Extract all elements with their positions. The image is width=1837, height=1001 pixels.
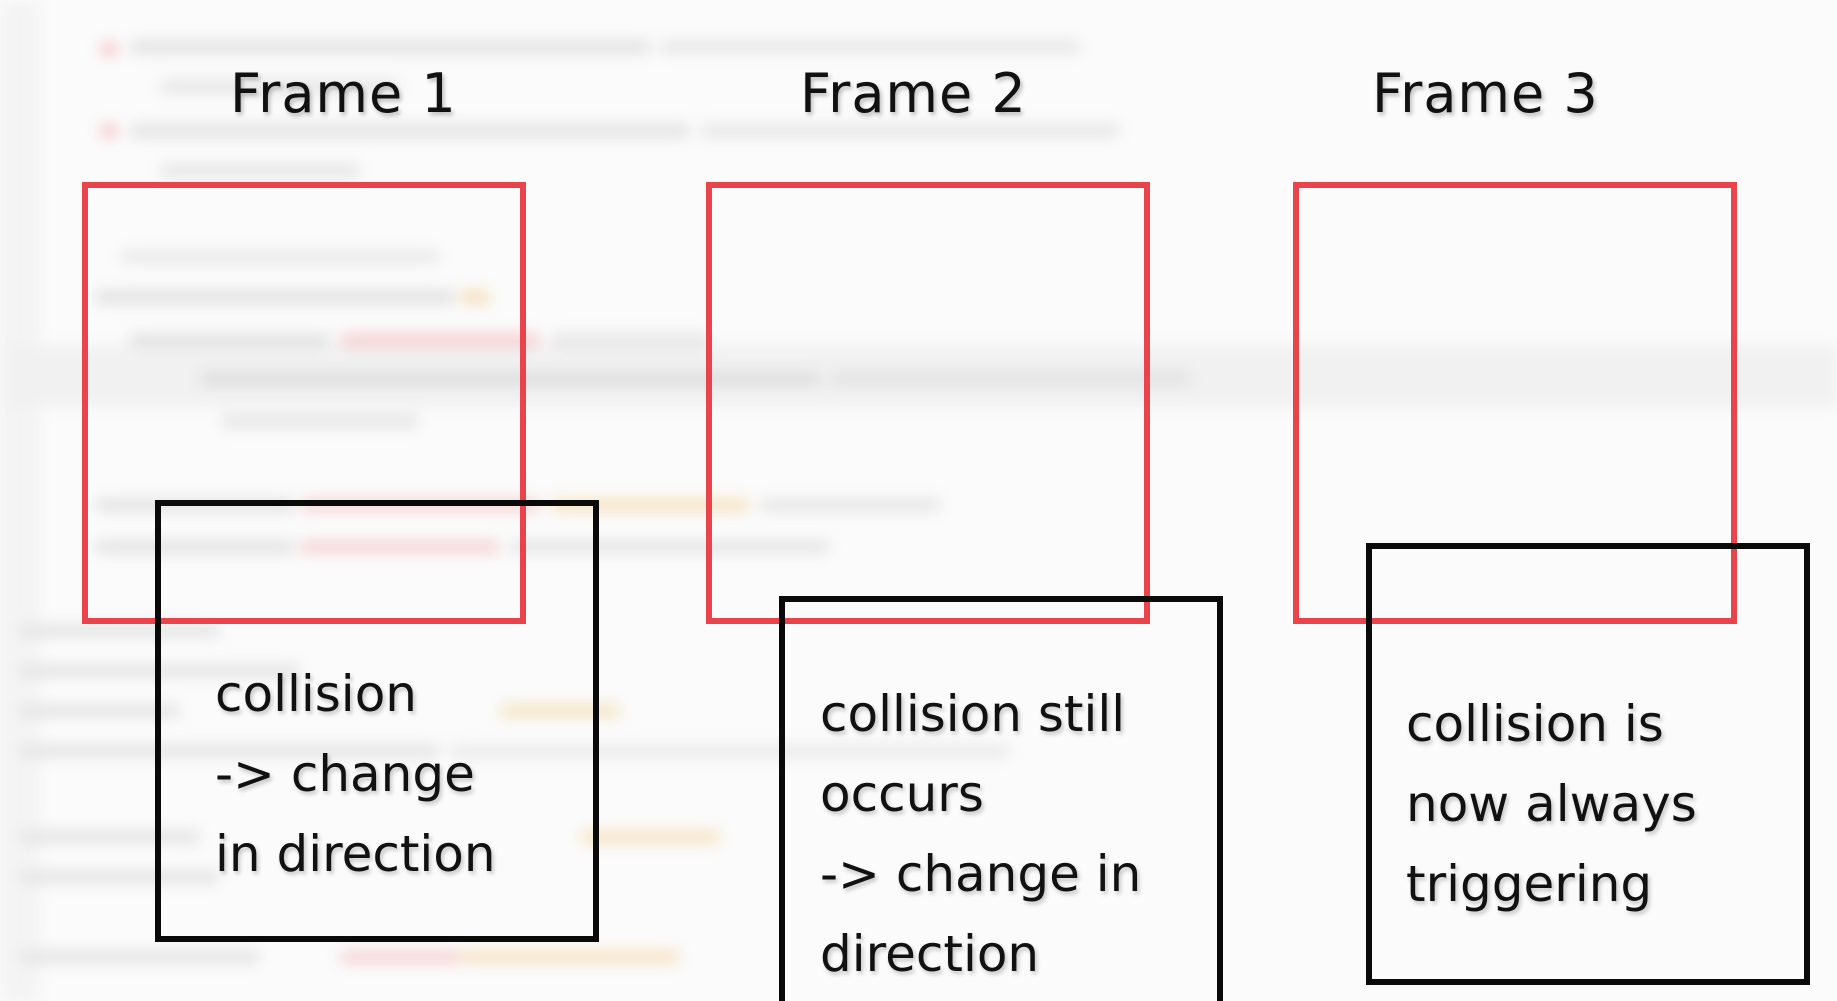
code-line xyxy=(760,498,940,512)
code-gutter xyxy=(0,0,40,1001)
code-line xyxy=(160,80,400,94)
frame-1-caption: collision -> change in direction xyxy=(215,654,496,894)
caption-line: collision xyxy=(215,665,417,723)
caption-line: collision still xyxy=(820,685,1126,743)
frame-2-black-box xyxy=(779,596,1223,1001)
caption-line: in direction xyxy=(215,825,496,883)
code-line xyxy=(100,42,118,56)
frame-3-caption: collision is now always triggering xyxy=(1406,684,1697,924)
frame-1-title: Frame 1 xyxy=(230,62,457,125)
caption-line: -> change in xyxy=(820,845,1142,903)
caption-line: occurs xyxy=(820,765,984,823)
code-line xyxy=(660,40,1080,54)
code-line xyxy=(460,290,490,304)
code-line xyxy=(20,704,180,718)
code-line xyxy=(300,540,500,554)
code-line xyxy=(500,704,620,718)
frame-3-red-box xyxy=(1293,182,1737,624)
code-line xyxy=(120,250,440,264)
code-line xyxy=(700,124,1120,138)
code-line xyxy=(460,950,680,964)
code-line xyxy=(95,540,295,554)
caption-line: direction xyxy=(820,925,1040,983)
frame-2-caption: collision still occurs -> change in dire… xyxy=(820,674,1141,994)
frame-3-title: Frame 3 xyxy=(1372,62,1599,125)
code-line xyxy=(100,124,118,138)
code-line xyxy=(130,333,330,347)
code-line xyxy=(160,164,360,178)
code-line xyxy=(220,414,420,428)
code-line xyxy=(450,744,1010,758)
frame-2-title: Frame 2 xyxy=(800,62,1027,125)
frame-3-black-box xyxy=(1366,543,1810,985)
frame-2-red-box xyxy=(706,182,1150,624)
code-line xyxy=(130,40,650,54)
code-line xyxy=(550,498,750,512)
code-line xyxy=(550,333,710,347)
code-line xyxy=(510,540,830,554)
code-line xyxy=(340,950,460,964)
code-line xyxy=(830,372,1190,386)
code-line xyxy=(95,290,455,304)
code-line xyxy=(580,830,720,844)
code-line xyxy=(130,124,690,138)
code-line xyxy=(20,624,220,638)
code-line xyxy=(20,950,260,964)
code-line xyxy=(20,744,440,758)
code-line xyxy=(20,870,220,884)
caption-line: now always xyxy=(1406,775,1697,833)
caption-line: -> change xyxy=(215,745,475,803)
frame-1-red-box xyxy=(82,182,526,624)
frame-1-black-box xyxy=(155,500,599,942)
code-line xyxy=(200,372,820,386)
caption-line: collision is xyxy=(1406,695,1664,753)
caption-line: triggering xyxy=(1406,855,1653,913)
code-line xyxy=(340,333,540,347)
